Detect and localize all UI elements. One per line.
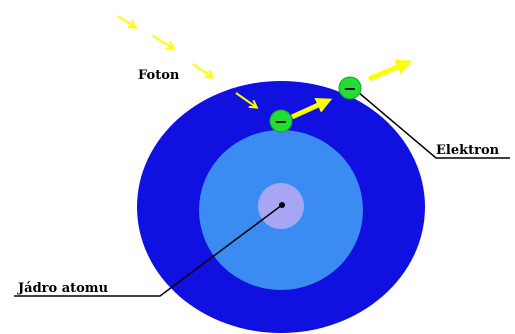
photon-label: Foton — [138, 68, 180, 83]
electron-in-shell: − — [269, 109, 293, 133]
electron-path-arrow-icon — [290, 98, 333, 120]
electron-charge-sign: − — [343, 79, 356, 98]
electron-label-line — [357, 91, 510, 159]
electron-escape-arrow-icon — [368, 59, 413, 82]
photon-dash-icon — [152, 35, 173, 48]
ejected-electron: − — [338, 76, 362, 100]
photon-dash-icon — [192, 63, 212, 77]
nucleus-label-line — [14, 204, 283, 297]
photon-dash-icon — [235, 92, 256, 107]
electron-label: Elektron — [436, 143, 500, 158]
photon-arrows — [117, 15, 256, 107]
electron-charge-sign: − — [274, 112, 287, 131]
nucleus-label: Jádro atomu — [17, 281, 108, 296]
photon-dash-icon — [117, 15, 135, 27]
electron-motion-arrows — [290, 59, 413, 120]
